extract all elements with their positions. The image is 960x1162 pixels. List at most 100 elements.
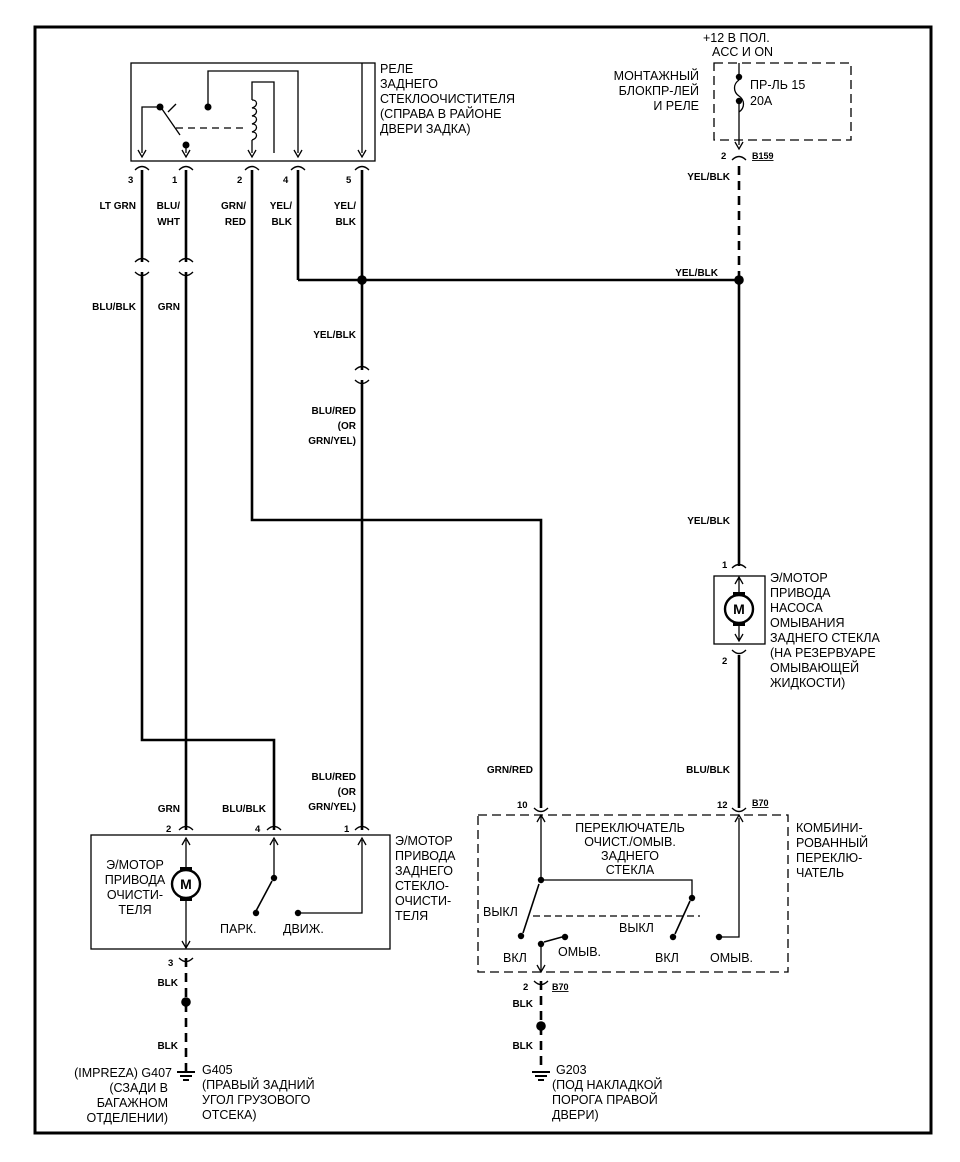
ground-g203-desc-2: ПОРОГА ПРАВОЙ [552, 1092, 658, 1107]
washer-label-7: ОМЫВАЮЩЕЙ [770, 660, 859, 675]
relay-pin-4: 4 [283, 175, 289, 186]
wires [134, 166, 744, 830]
ground-impreza-1: (IMPREZA) G407 [74, 1066, 172, 1080]
washer-label-5: ЗАДНЕГО СТЕКЛА [770, 631, 880, 645]
washer-label-3: НАСОСА [770, 601, 823, 615]
washer-pin-2: 2 [722, 656, 727, 667]
wiper-pin-2: 2 [166, 824, 171, 835]
combo-connector-bottom: B70 [552, 982, 569, 992]
combo-label-2: РОВАННЫЙ [796, 835, 868, 850]
combo-label-3: ПЕРЕКЛЮ- [796, 851, 862, 865]
combo-off-left: ВЫКЛ [483, 905, 518, 919]
wire-blu-blk-right: BLU/BLK [686, 765, 731, 776]
ground-g405: G405 [202, 1063, 233, 1077]
block-label-1: МОНТАЖНЫЙ [614, 68, 699, 83]
washer-label-8: ЖИДКОСТИ) [770, 676, 845, 690]
connector-b159: B159 [752, 151, 774, 161]
relay-label-3: СТЕКЛООЧИСТИТЕЛЯ [380, 92, 515, 106]
diagram-text: РЕЛЕ ЗАДНЕГО СТЕКЛООЧИСТИТЕЛЯ (СПРАВА В … [74, 31, 880, 1125]
wire-bus: YEL/BLK [675, 268, 719, 279]
wiper-pin-4: 4 [255, 824, 261, 835]
wiper-run: ДВИЖ. [283, 922, 324, 936]
combo-inner-3: ЗАДНЕГО [601, 849, 659, 863]
fuse-label-1: ПР-ЛЬ 15 [750, 78, 805, 92]
ground-g405-desc-1: (ПРАВЫЙ ЗАДНИЙ [202, 1077, 315, 1092]
wire-blu-wht-1: BLU/ [157, 201, 181, 212]
combo-wash-right: ОМЫВ. [710, 951, 753, 965]
wiper-side-5: ОЧИСТИ- [395, 894, 451, 908]
combination-switch [477, 807, 789, 1081]
wiper-ground-pin: 3 [168, 958, 173, 969]
relay-label-5: ДВЕРИ ЗАДКА) [380, 122, 471, 136]
fuse-block [713, 62, 852, 161]
wiper-side-1: Э/МОТОР [395, 834, 453, 848]
wiper-inner-3: ОЧИСТИ- [107, 888, 163, 902]
diagram-frame [33, 25, 933, 1135]
rear-wiper-relay [130, 62, 376, 171]
wire-blu-red-3: GRN/YEL) [308, 436, 356, 447]
combo-ground-wire-2: BLK [512, 1041, 533, 1052]
wire-power-down: YEL/BLK [687, 516, 731, 527]
ground-impreza-2: (СЗАДИ В [109, 1081, 168, 1095]
wire-grn-red: GRN/RED [487, 765, 533, 776]
fuse-label-2: 20A [750, 94, 773, 108]
wire-blu-red-1: BLU/RED [312, 406, 356, 417]
combo-connector-top: B70 [752, 798, 769, 808]
relay-pin-1: 1 [172, 175, 178, 186]
wiper-ground-wire-2: BLK [157, 1041, 178, 1052]
wiper-wire-blu-red-1: BLU/RED [312, 772, 356, 783]
washer-motor-symbol: M [733, 601, 745, 617]
wire-yel-blk-4a: YEL/ [270, 201, 292, 212]
wiper-park: ПАРК. [220, 922, 256, 936]
wiper-side-2: ПРИВОДА [395, 849, 456, 863]
wire-yel-blk-5b: BLK [335, 217, 356, 228]
relay-pin-5: 5 [346, 175, 352, 186]
washer-label-1: Э/МОТОР [770, 571, 828, 585]
ground-g203-desc-1: (ПОД НАКЛАДКОЙ [552, 1077, 662, 1092]
wire-grn-red-1: GRN/ [221, 201, 246, 212]
combo-on-left: ВКЛ [503, 951, 527, 965]
relay-label-4: (СПРАВА В РАЙОНЕ [380, 106, 501, 121]
combo-inner-4: СТЕКЛА [606, 863, 655, 877]
wiper-inner-1: Э/МОТОР [106, 858, 164, 872]
combo-off-right: ВЫКЛ [619, 921, 654, 935]
wire-blu-blk-left: BLU/BLK [92, 302, 137, 313]
ground-g405-desc-2: УГОЛ ГРУЗОВОГО [202, 1093, 311, 1107]
combo-pin-12: 12 [717, 800, 728, 811]
wiper-wire-blu-red-2: (OR [338, 787, 357, 798]
combo-inner-2: ОЧИСТ./ОМЫВ. [584, 835, 676, 849]
ground-g203-desc-3: ДВЕРИ) [552, 1108, 599, 1122]
wiper-pin-1: 1 [344, 824, 350, 835]
combo-ground-pin: 2 [523, 982, 528, 993]
combo-label-4: ЧАТЕЛЬ [796, 866, 844, 880]
block-label-3: И РЕЛЕ [653, 99, 699, 113]
wire-blu-red-2: (OR [338, 421, 357, 432]
relay-label-2: ЗАДНЕГО [380, 77, 438, 91]
ground-g203: G203 [556, 1063, 587, 1077]
wiper-side-6: ТЕЛЯ [395, 909, 428, 923]
combo-wash-left: ОМЫВ. [558, 945, 601, 959]
wiper-wire-blu-blk: BLU/BLK [222, 804, 267, 815]
wire-yel-blk-center: YEL/BLK [313, 330, 357, 341]
wire-grn-left: GRN [158, 302, 180, 313]
combo-pin-10: 10 [517, 800, 528, 811]
wiper-motor [90, 825, 391, 1081]
combo-on-right: ВКЛ [655, 951, 679, 965]
ground-g405-desc-3: ОТСЕКА) [202, 1108, 257, 1122]
wiper-ground-wire-1: BLK [157, 978, 178, 989]
combo-label-1: КОМБИНИ- [796, 821, 863, 835]
washer-label-2: ПРИВОДА [770, 586, 831, 600]
wire-lt-grn: LT GRN [100, 201, 136, 212]
wire-yel-blk-5a: YEL/ [334, 201, 356, 212]
ground-impreza-3: БАГАЖНОМ [97, 1096, 168, 1110]
washer-label-6: (НА РЕЗЕРВУАРЕ [770, 646, 876, 660]
block-label-2: БЛОКПР-ЛЕЙ [619, 83, 699, 98]
wiper-wire-grn: GRN [158, 804, 180, 815]
supply-label-2: ACC И ON [712, 45, 773, 59]
combo-inner-1: ПЕРЕКЛЮЧАТЕЛЬ [575, 821, 685, 835]
relay-pin-2: 2 [237, 175, 242, 186]
wiper-wire-blu-red-3: GRN/YEL) [308, 802, 356, 813]
wire-yel-blk-4b: BLK [271, 217, 292, 228]
relay-label-1: РЕЛЕ [380, 62, 413, 76]
